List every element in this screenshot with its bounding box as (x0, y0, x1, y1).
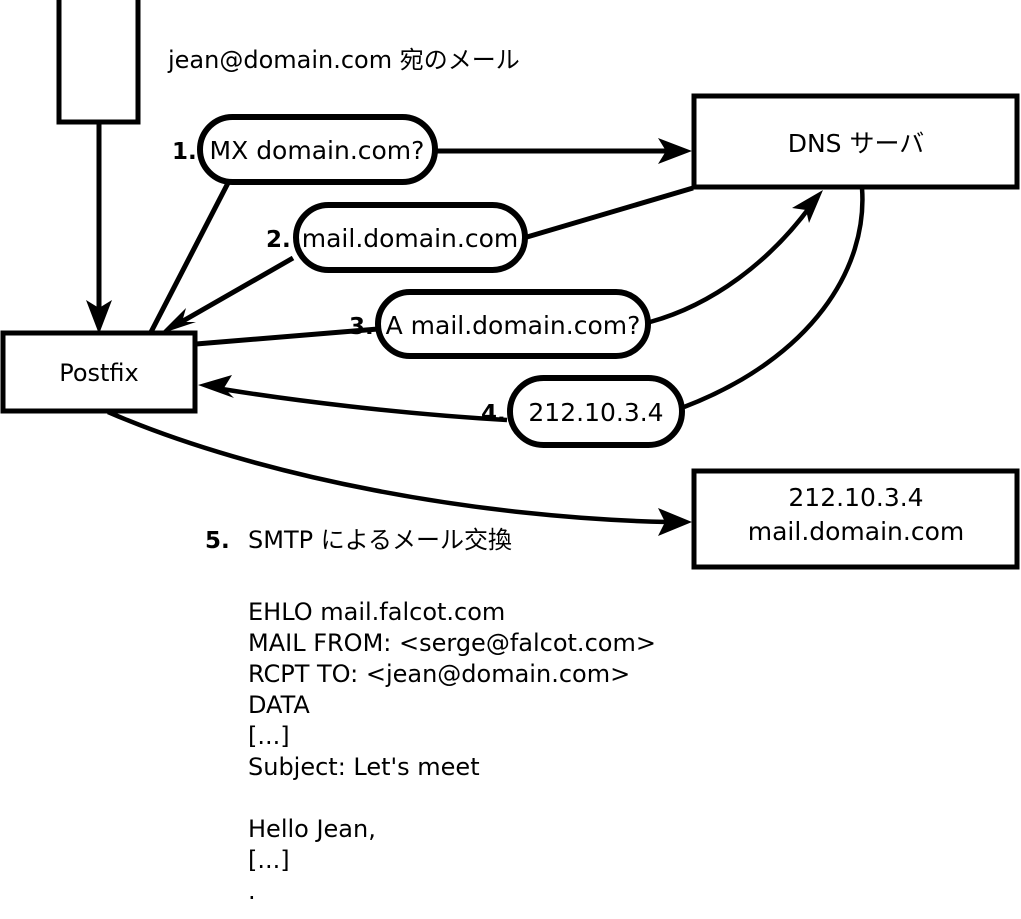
step-bubble-4-label: 212.10.3.4 (528, 398, 663, 427)
edge-postfix-to-mailserver (107, 409, 692, 536)
node-dns-server-label: DNS サーバ (788, 129, 925, 158)
step-number-2: 2. (266, 227, 291, 253)
node-postfix-label: Postfix (59, 359, 139, 387)
transcript-line: [...] (248, 846, 290, 874)
transcript-line: Hello Jean, (248, 815, 376, 843)
edge-postfix-to-step3 (195, 326, 379, 347)
edge-client-to-postfix (86, 122, 112, 334)
transcript-line: MAIL FROM: <serge@falcot.com> (248, 629, 656, 657)
step-number-3: 3. (349, 314, 374, 340)
node-mail-server-host: mail.domain.com (748, 517, 964, 546)
step-bubble-1: MX domain.com? (197, 114, 438, 185)
transcript-line: Subject: Let's meet (248, 753, 480, 781)
edge-dns-to-step4 (683, 187, 865, 410)
step-bubble-2: mail.domain.com (293, 202, 528, 273)
node-dns-server: DNS サーバ (691, 93, 1020, 190)
transcript-line: [...] (248, 722, 290, 750)
smtp-transcript: EHLO mail.falcot.com MAIL FROM: <serge@f… (248, 598, 656, 905)
edge-step2-to-postfix (160, 255, 295, 334)
node-mail-server: 212.10.3.4 mail.domain.com (691, 468, 1020, 570)
node-postfix: Postfix (0, 330, 198, 414)
edge-step3-to-dns (649, 190, 823, 325)
edge-step1-to-dns (437, 138, 692, 164)
edge-step4-to-postfix (198, 375, 508, 423)
node-mail-server-ip: 212.10.3.4 (788, 483, 923, 512)
transcript-line: . (248, 877, 256, 905)
step-bubble-4: 212.10.3.4 (507, 375, 685, 448)
step-bubble-2-label: mail.domain.com (302, 224, 518, 253)
step-bubble-3: A mail.domain.com? (375, 289, 651, 359)
transcript-line: DATA (248, 691, 310, 719)
step-bubble-1-label: MX domain.com? (210, 136, 425, 165)
step-number-4: 4. (481, 401, 506, 427)
step-number-5: 5. (205, 528, 230, 554)
mail-destination-caption: jean@domain.com 宛のメール (167, 46, 520, 74)
step-5-label: SMTP によるメール交換 (248, 526, 512, 554)
edge-dns-to-step2 (526, 185, 694, 240)
transcript-line: RCPT TO: <jean@domain.com> (248, 660, 630, 688)
step-bubble-3-label: A mail.domain.com? (386, 311, 641, 340)
edge-step1-tail-to-postfix (147, 181, 231, 336)
node-client (56, 0, 141, 125)
step-number-1: 1. (172, 139, 197, 165)
transcript-line: EHLO mail.falcot.com (248, 598, 505, 626)
